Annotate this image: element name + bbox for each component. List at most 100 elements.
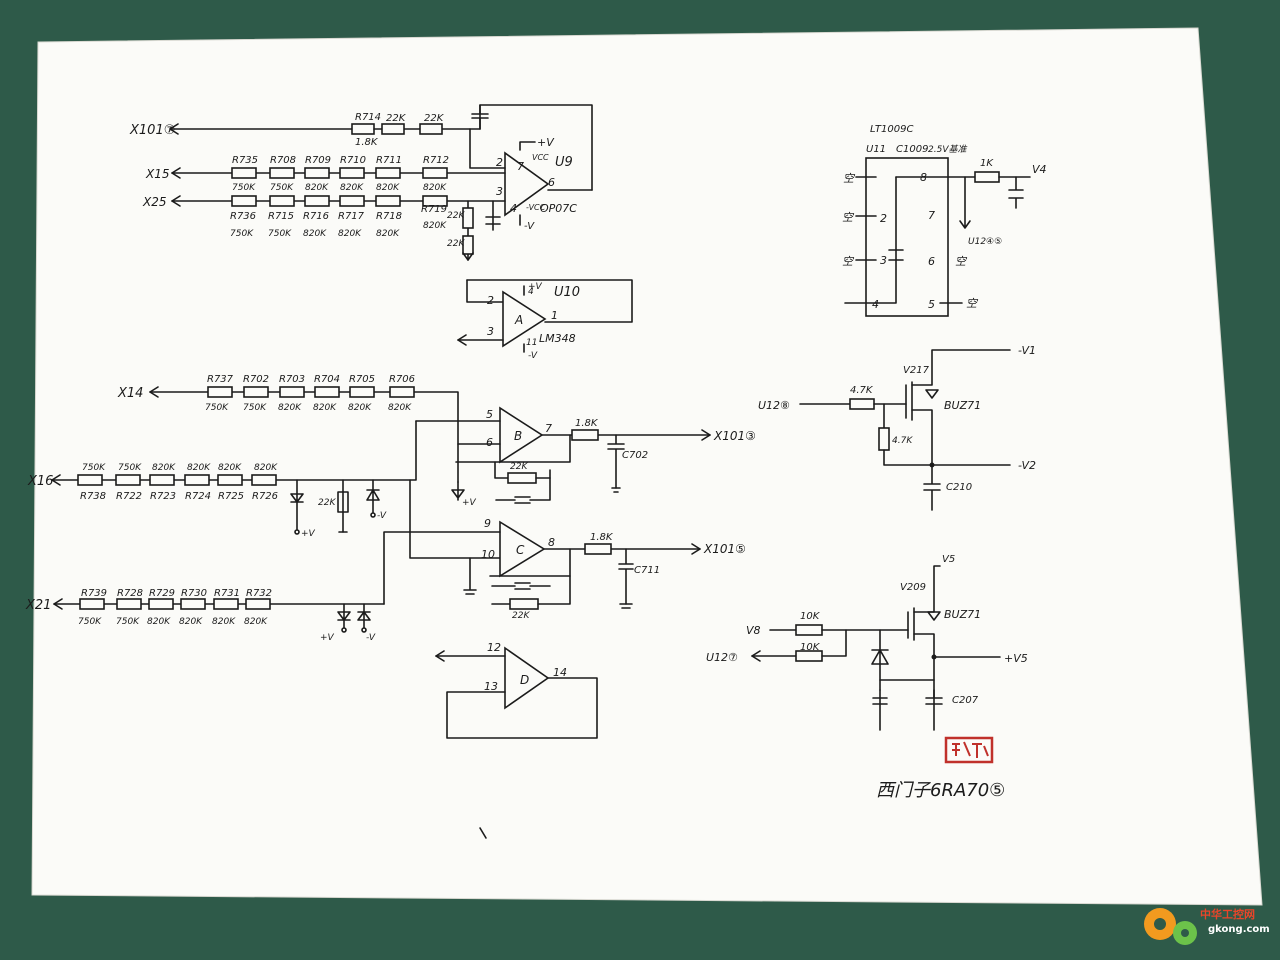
r712-ref: R712 — [423, 155, 449, 166]
u10-part: LM348 — [539, 332, 576, 345]
r737-val: 750K — [205, 403, 229, 413]
u11-r: 1K — [980, 158, 994, 169]
amp-d-pin12: 12 — [487, 641, 501, 654]
v217-input: U12⑧ — [758, 399, 790, 412]
signature-note: 西门子6RA70⑤ — [876, 780, 1005, 801]
label-fb1: 22K — [386, 113, 407, 124]
label-x15: X15 — [145, 167, 170, 181]
r708-ref: R708 — [270, 155, 296, 166]
v209-r2: 10K — [800, 642, 821, 653]
divider-r1-val: 22K — [447, 211, 465, 221]
v217-r1: 4.7K — [850, 385, 874, 396]
v217-r2: 4.7K — [892, 436, 913, 446]
r705-ref: R705 — [349, 374, 375, 385]
u11-reference-block — [844, 157, 1031, 317]
u10-pin4: 4 — [528, 287, 534, 297]
label-r714: R714 — [355, 112, 381, 123]
u11-pin7: 7 — [928, 209, 935, 222]
u9-part: OP07C — [540, 202, 577, 215]
r704-val: 820K — [313, 403, 337, 413]
r711-ref: R711 — [376, 155, 402, 166]
cap-c210: C210 — [946, 482, 972, 493]
r731-ref: R731 — [214, 588, 240, 599]
u9-pin3: 3 — [496, 185, 503, 198]
r729-ref: R729 — [149, 588, 175, 599]
amp-d-block — [435, 646, 598, 739]
r728-val: 750K — [116, 617, 140, 627]
paper-sheet — [31, 27, 1263, 906]
v209-vplus: +V5 — [1004, 652, 1028, 665]
opamp-b — [499, 406, 544, 464]
r702-ref: R702 — [243, 374, 269, 385]
label-x101-5: X101⑤ — [703, 542, 746, 556]
u9-neg-vcc: -VCC — [526, 203, 546, 212]
label-x25: X25 — [142, 195, 167, 209]
r732-ref: R732 — [246, 588, 272, 599]
r738-ref: R738 — [80, 491, 106, 502]
amp-c-fb: 22K — [512, 611, 530, 621]
label-x16: X16 — [27, 474, 53, 489]
cap-c702: C702 — [622, 450, 648, 461]
amp-b-rout: 1.8K — [575, 418, 599, 429]
amp-b-pin7: 7 — [545, 422, 552, 435]
x21-vminus: -V — [366, 633, 376, 643]
red-seal-stamp — [944, 736, 994, 764]
u9-pin6: 6 — [548, 176, 555, 189]
u11-pin6-empty: 空 — [955, 255, 968, 268]
r708-val: 750K — [270, 183, 294, 193]
r710-ref: R710 — [340, 155, 366, 166]
amp-b-unit: B — [514, 429, 522, 443]
r735-val: 750K — [232, 183, 256, 193]
x16-input-block — [51, 420, 501, 559]
opamp-u9 — [504, 151, 550, 217]
r725-val: 820K — [218, 463, 242, 473]
r732-val: 820K — [244, 617, 268, 627]
r704-ref: R704 — [314, 374, 340, 385]
v209-part: BUZ71 — [944, 608, 981, 621]
label-x101-3: X101③ — [713, 429, 756, 443]
r717-ref: R717 — [338, 211, 365, 222]
r712-val: 820K — [423, 183, 447, 193]
u11-ref: U11 — [866, 144, 886, 155]
r726-ref: R726 — [252, 491, 278, 502]
v209-vs: V5 — [942, 554, 955, 565]
r722-ref: R722 — [116, 491, 142, 502]
u11-to-u12: U12④⑤ — [968, 237, 1002, 247]
r729-val: 820K — [147, 617, 171, 627]
r736-ref: R736 — [230, 211, 256, 222]
u11-rail: V4 — [1032, 163, 1047, 176]
cap-c207: C207 — [952, 695, 979, 706]
divider-r2-val: 22K — [447, 239, 465, 249]
v217-v1: -V1 — [1018, 344, 1036, 357]
u11-pin5-empty: 空 — [966, 297, 979, 310]
u11-pin1-empty: 空 — [843, 172, 856, 185]
r719-val: 820K — [423, 221, 447, 231]
opamp-u10a — [502, 290, 547, 348]
amp-b-block — [149, 386, 711, 504]
r724-ref: R724 — [185, 491, 211, 502]
u10-opamp-block — [457, 279, 633, 353]
amp-c-block — [383, 520, 701, 610]
r739-val: 750K — [78, 617, 102, 627]
resistor-fb1 — [381, 123, 405, 135]
r709-ref: R709 — [305, 155, 331, 166]
u10-pin3: 3 — [487, 325, 494, 338]
r718-ref: R718 — [376, 211, 402, 222]
u11-pin6: 6 — [928, 255, 935, 268]
x16-rgnd: 22K — [318, 498, 336, 508]
r736-val: 750K — [230, 229, 254, 239]
x16-vplus: +V — [301, 529, 316, 539]
amp-c-pin9: 9 — [484, 517, 491, 530]
r706-ref: R706 — [389, 374, 415, 385]
v217-v2: -V2 — [1018, 459, 1036, 472]
u9-pin4: 4 — [510, 202, 517, 215]
v209-v8: V8 — [746, 624, 761, 637]
gkong-watermark — [1144, 908, 1197, 945]
u11-pin4: 4 — [872, 298, 879, 311]
v217-part: BUZ71 — [944, 399, 981, 412]
amp-c-pin8: 8 — [548, 536, 555, 549]
u9-pin2: 2 — [496, 156, 503, 169]
r715-ref: R715 — [268, 211, 294, 222]
label-x101-7: X101⑦ — [129, 123, 175, 138]
u11-pin2-empty: 空 — [842, 211, 855, 224]
